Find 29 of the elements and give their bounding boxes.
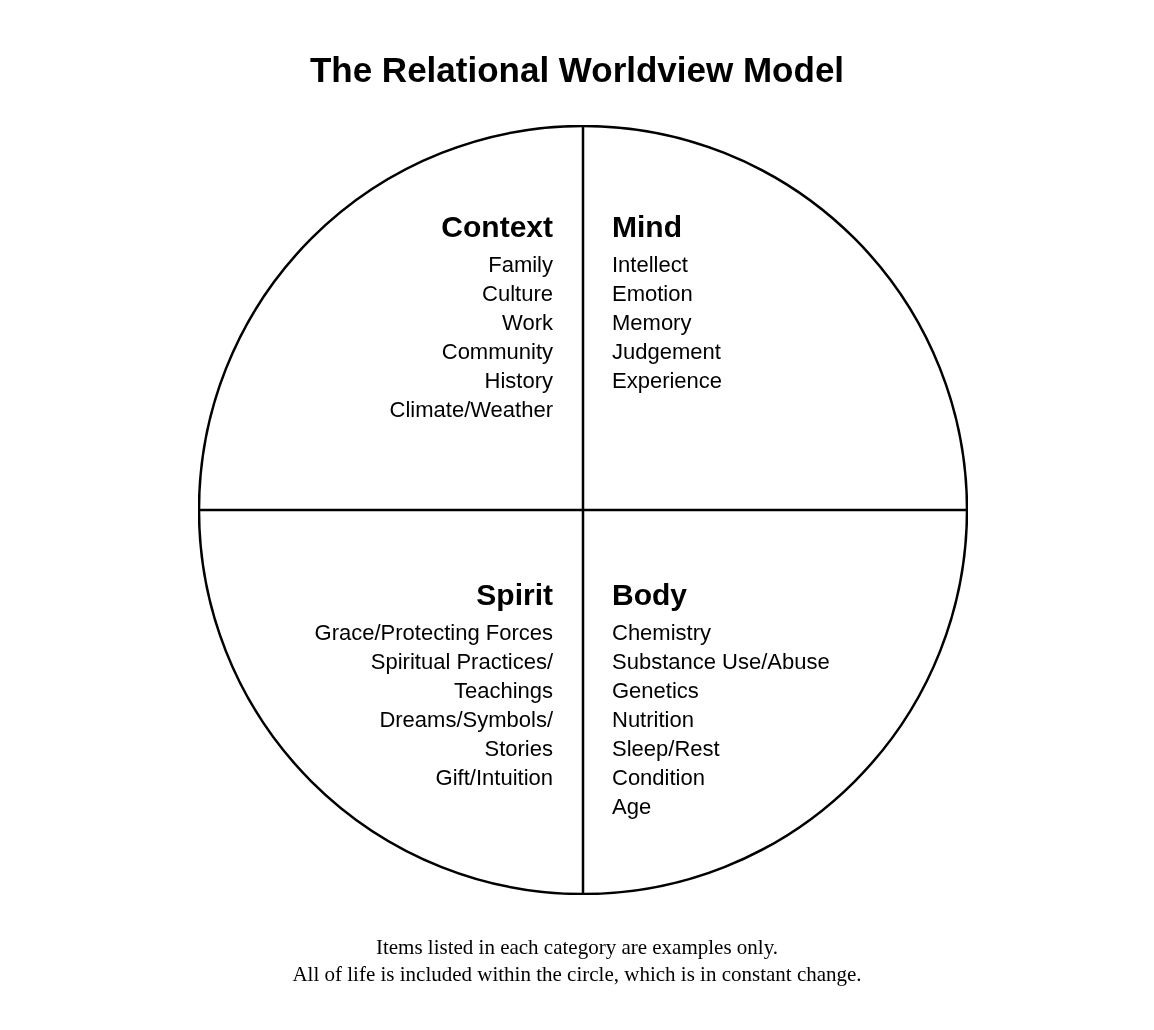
title: The Relational Worldview Model [308, 50, 846, 90]
category-heading: Mind [612, 210, 682, 244]
list-item: Experience [612, 367, 723, 395]
list-item: Grace/Protecting Forces [314, 619, 553, 647]
category-heading: Body [612, 578, 687, 612]
list-item: Emotion [612, 280, 693, 308]
list-item: Memory [612, 309, 692, 337]
list-item: Chemistry [612, 619, 711, 647]
list-item: Community [441, 338, 553, 366]
list-item: Age [612, 793, 652, 821]
note-text: All of life is included within the circle, which is in constant change. [291, 962, 863, 987]
list-item: Culture [482, 280, 553, 308]
list-item: Nutrition [612, 706, 694, 734]
list-item: Spiritual Practices/ Teachings [370, 648, 553, 705]
list-item: Climate/Weather [389, 396, 553, 424]
list-item: Work [502, 309, 553, 337]
list-item: Condition [612, 764, 705, 792]
note-text: Items listed in each category are examples only. [374, 935, 780, 960]
list-item: Substance Use/Abuse [612, 648, 830, 676]
list-item: History [484, 367, 553, 395]
list-item: Family [488, 251, 553, 279]
list-item: Dreams/Symbols/ Stories [379, 706, 553, 763]
category-heading: Spirit [476, 578, 553, 612]
list-item: Intellect [612, 251, 688, 279]
category-heading: Context [441, 210, 553, 244]
list-item: Gift/Intuition [435, 764, 553, 792]
list-item: Genetics [612, 677, 699, 705]
list-item: Judgement [612, 338, 721, 366]
list-item: Sleep/Rest [612, 735, 720, 763]
